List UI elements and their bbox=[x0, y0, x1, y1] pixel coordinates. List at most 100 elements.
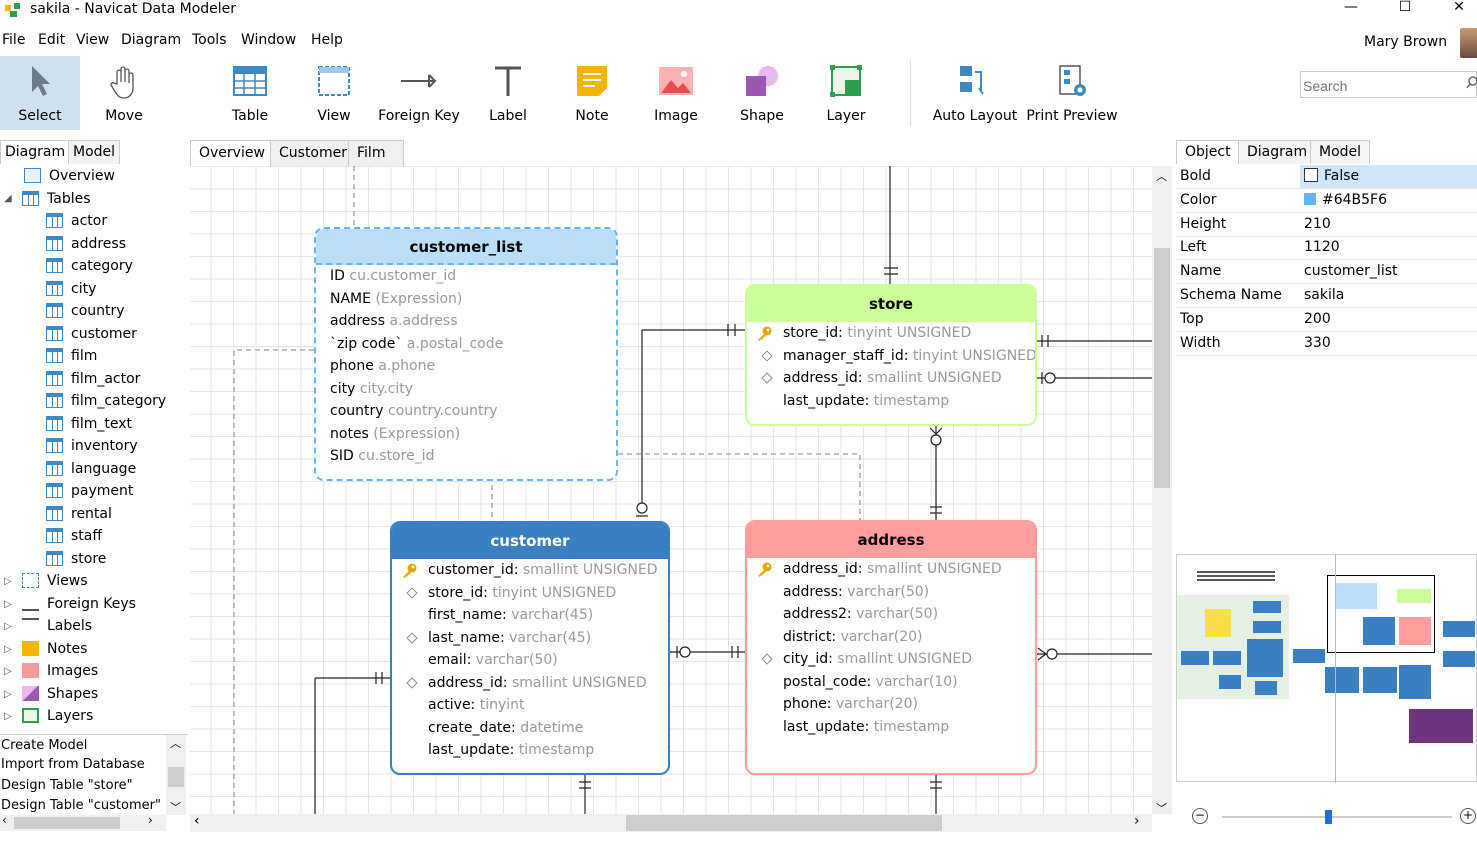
entity-field[interactable]: country country.country bbox=[316, 400, 616, 422]
search-input[interactable] bbox=[1300, 71, 1477, 98]
history-hscroll-thumb[interactable] bbox=[14, 817, 120, 829]
expand-caret-icon[interactable]: ▷ bbox=[4, 576, 12, 587]
tree-item-labels[interactable]: Labels bbox=[22, 615, 92, 637]
tree-item-table-payment[interactable]: payment bbox=[46, 480, 133, 502]
menu-view[interactable]: View bbox=[76, 32, 110, 48]
entity-field[interactable]: address_id: smallint UNSIGNED bbox=[392, 672, 668, 694]
entity-field[interactable]: last_name: varchar(45) bbox=[392, 627, 668, 649]
tab-film[interactable]: Film bbox=[348, 140, 404, 166]
property-value[interactable]: False bbox=[1302, 165, 1359, 188]
entity-field[interactable]: customer_id: smallint UNSIGNED bbox=[392, 559, 668, 581]
tree-item-tables[interactable]: Tables bbox=[22, 188, 91, 210]
entity-field[interactable]: address: varchar(50) bbox=[747, 581, 1035, 603]
scroll-down-icon[interactable]: ﹀ bbox=[1156, 802, 1167, 815]
entity-field[interactable]: last_update: timestamp bbox=[747, 716, 1035, 738]
tree-item-views[interactable]: Views bbox=[22, 570, 88, 592]
property-value[interactable]: customer_list bbox=[1302, 260, 1398, 283]
expand-caret-icon[interactable]: ▷ bbox=[4, 621, 12, 632]
minimize-button[interactable]: — bbox=[1344, 0, 1358, 15]
tab-overview[interactable]: Overview bbox=[190, 140, 274, 166]
tab-model[interactable]: Model bbox=[68, 140, 121, 164]
image-tool-button[interactable]: Image bbox=[636, 56, 716, 130]
tree-item-table-inventory[interactable]: inventory bbox=[46, 435, 138, 457]
expand-caret-icon[interactable]: ▷ bbox=[4, 711, 12, 722]
tree-item-table-address[interactable]: address bbox=[46, 233, 126, 255]
entity-field[interactable]: district: varchar(20) bbox=[747, 626, 1035, 648]
entity-field[interactable]: NAME (Expression) bbox=[316, 288, 616, 310]
tree-item-table-film-category[interactable]: film_category bbox=[46, 390, 166, 412]
foreign-key-tool-button[interactable]: Foreign Key bbox=[374, 56, 464, 130]
tree-item-table-film-actor[interactable]: film_actor bbox=[46, 368, 140, 390]
minimap-viewport[interactable] bbox=[1327, 575, 1435, 653]
entity-field[interactable]: address a.address bbox=[316, 310, 616, 332]
expand-caret-icon[interactable]: ▷ bbox=[4, 689, 12, 700]
expand-caret-icon[interactable]: ▷ bbox=[4, 644, 12, 655]
entity-field[interactable]: `zip code` a.postal_code bbox=[316, 333, 616, 355]
entity-field[interactable]: postal_code: varchar(10) bbox=[747, 671, 1035, 693]
canvas-hscroll-thumb[interactable] bbox=[626, 815, 942, 831]
entity-field[interactable]: city_id: smallint UNSIGNED bbox=[747, 648, 1035, 670]
color-swatch-icon[interactable] bbox=[1304, 192, 1316, 205]
entity-field[interactable]: last_update: timestamp bbox=[747, 390, 1035, 412]
checkbox-icon[interactable] bbox=[1304, 168, 1318, 182]
menu-diagram[interactable]: Diagram bbox=[121, 32, 182, 48]
tree-item-table-category[interactable]: category bbox=[46, 255, 133, 277]
menu-tools[interactable]: Tools bbox=[192, 32, 227, 48]
menu-edit[interactable]: Edit bbox=[38, 32, 66, 48]
tree-item-table-customer[interactable]: customer bbox=[46, 323, 137, 345]
history-item[interactable]: Design Table "customer" bbox=[1, 798, 161, 813]
scroll-right-icon[interactable]: › bbox=[148, 813, 153, 827]
canvas-vscroll-thumb[interactable] bbox=[1154, 248, 1170, 488]
tab-customer[interactable]: Customer bbox=[270, 140, 357, 166]
tree-item-table-country[interactable]: country bbox=[46, 300, 125, 322]
tree-item-shapes[interactable]: Shapes bbox=[22, 683, 98, 705]
property-value[interactable]: sakila bbox=[1302, 284, 1344, 307]
menu-file[interactable]: File bbox=[2, 32, 26, 48]
tree-item-table-store[interactable]: store bbox=[46, 548, 106, 570]
scroll-up-icon[interactable]: ︿ bbox=[170, 737, 181, 750]
history-scroll-thumb[interactable] bbox=[168, 767, 184, 787]
scroll-up-icon[interactable]: ︿ bbox=[1156, 170, 1167, 183]
user-name[interactable]: Mary Brown bbox=[1364, 34, 1448, 50]
entity-field[interactable]: city city.city bbox=[316, 378, 616, 400]
entity-field[interactable]: address2: varchar(50) bbox=[747, 603, 1035, 625]
note-tool-button[interactable]: Note bbox=[552, 56, 632, 130]
history-scrollbar[interactable]: ︿ ﹀ bbox=[166, 735, 186, 815]
property-value[interactable]: 200 bbox=[1302, 308, 1331, 331]
history-item[interactable]: Create Model bbox=[1, 738, 88, 753]
avatar[interactable] bbox=[1460, 28, 1477, 58]
select-tool-button[interactable]: Select bbox=[0, 56, 80, 130]
scroll-down-icon[interactable]: ﹀ bbox=[170, 801, 181, 814]
tree-item-foreign-keys[interactable]: Foreign Keys bbox=[22, 593, 136, 615]
auto-layout-tool-button[interactable]: Auto Layout bbox=[930, 56, 1020, 130]
entity-field[interactable]: create_date: datetime bbox=[392, 717, 668, 739]
expand-caret-icon[interactable]: ▷ bbox=[4, 666, 12, 677]
tab-diagram[interactable]: Diagram bbox=[0, 140, 71, 164]
tree-item-notes[interactable]: Notes bbox=[22, 638, 87, 660]
tree-item-table-actor[interactable]: actor bbox=[46, 210, 107, 232]
entity-field[interactable]: first_name: varchar(45) bbox=[392, 604, 668, 626]
tree-item-table-staff[interactable]: staff bbox=[46, 525, 102, 547]
history-hscrollbar[interactable]: › ‹ bbox=[0, 813, 166, 831]
view-tool-button[interactable]: View bbox=[294, 56, 374, 130]
entity-field[interactable]: address_id: smallint UNSIGNED bbox=[747, 558, 1035, 580]
entity-field[interactable]: phone: varchar(20) bbox=[747, 693, 1035, 715]
close-button[interactable]: ✕ bbox=[1453, 0, 1465, 15]
property-value[interactable]: 1120 bbox=[1302, 236, 1340, 259]
tree-item-table-film[interactable]: film bbox=[46, 345, 97, 367]
tab-model-props[interactable]: Model bbox=[1310, 140, 1371, 164]
zoom-in-icon[interactable]: + bbox=[1460, 808, 1476, 824]
print-preview-tool-button[interactable]: Print Preview bbox=[1024, 56, 1120, 130]
property-value[interactable]: #64B5F6 bbox=[1302, 189, 1387, 212]
